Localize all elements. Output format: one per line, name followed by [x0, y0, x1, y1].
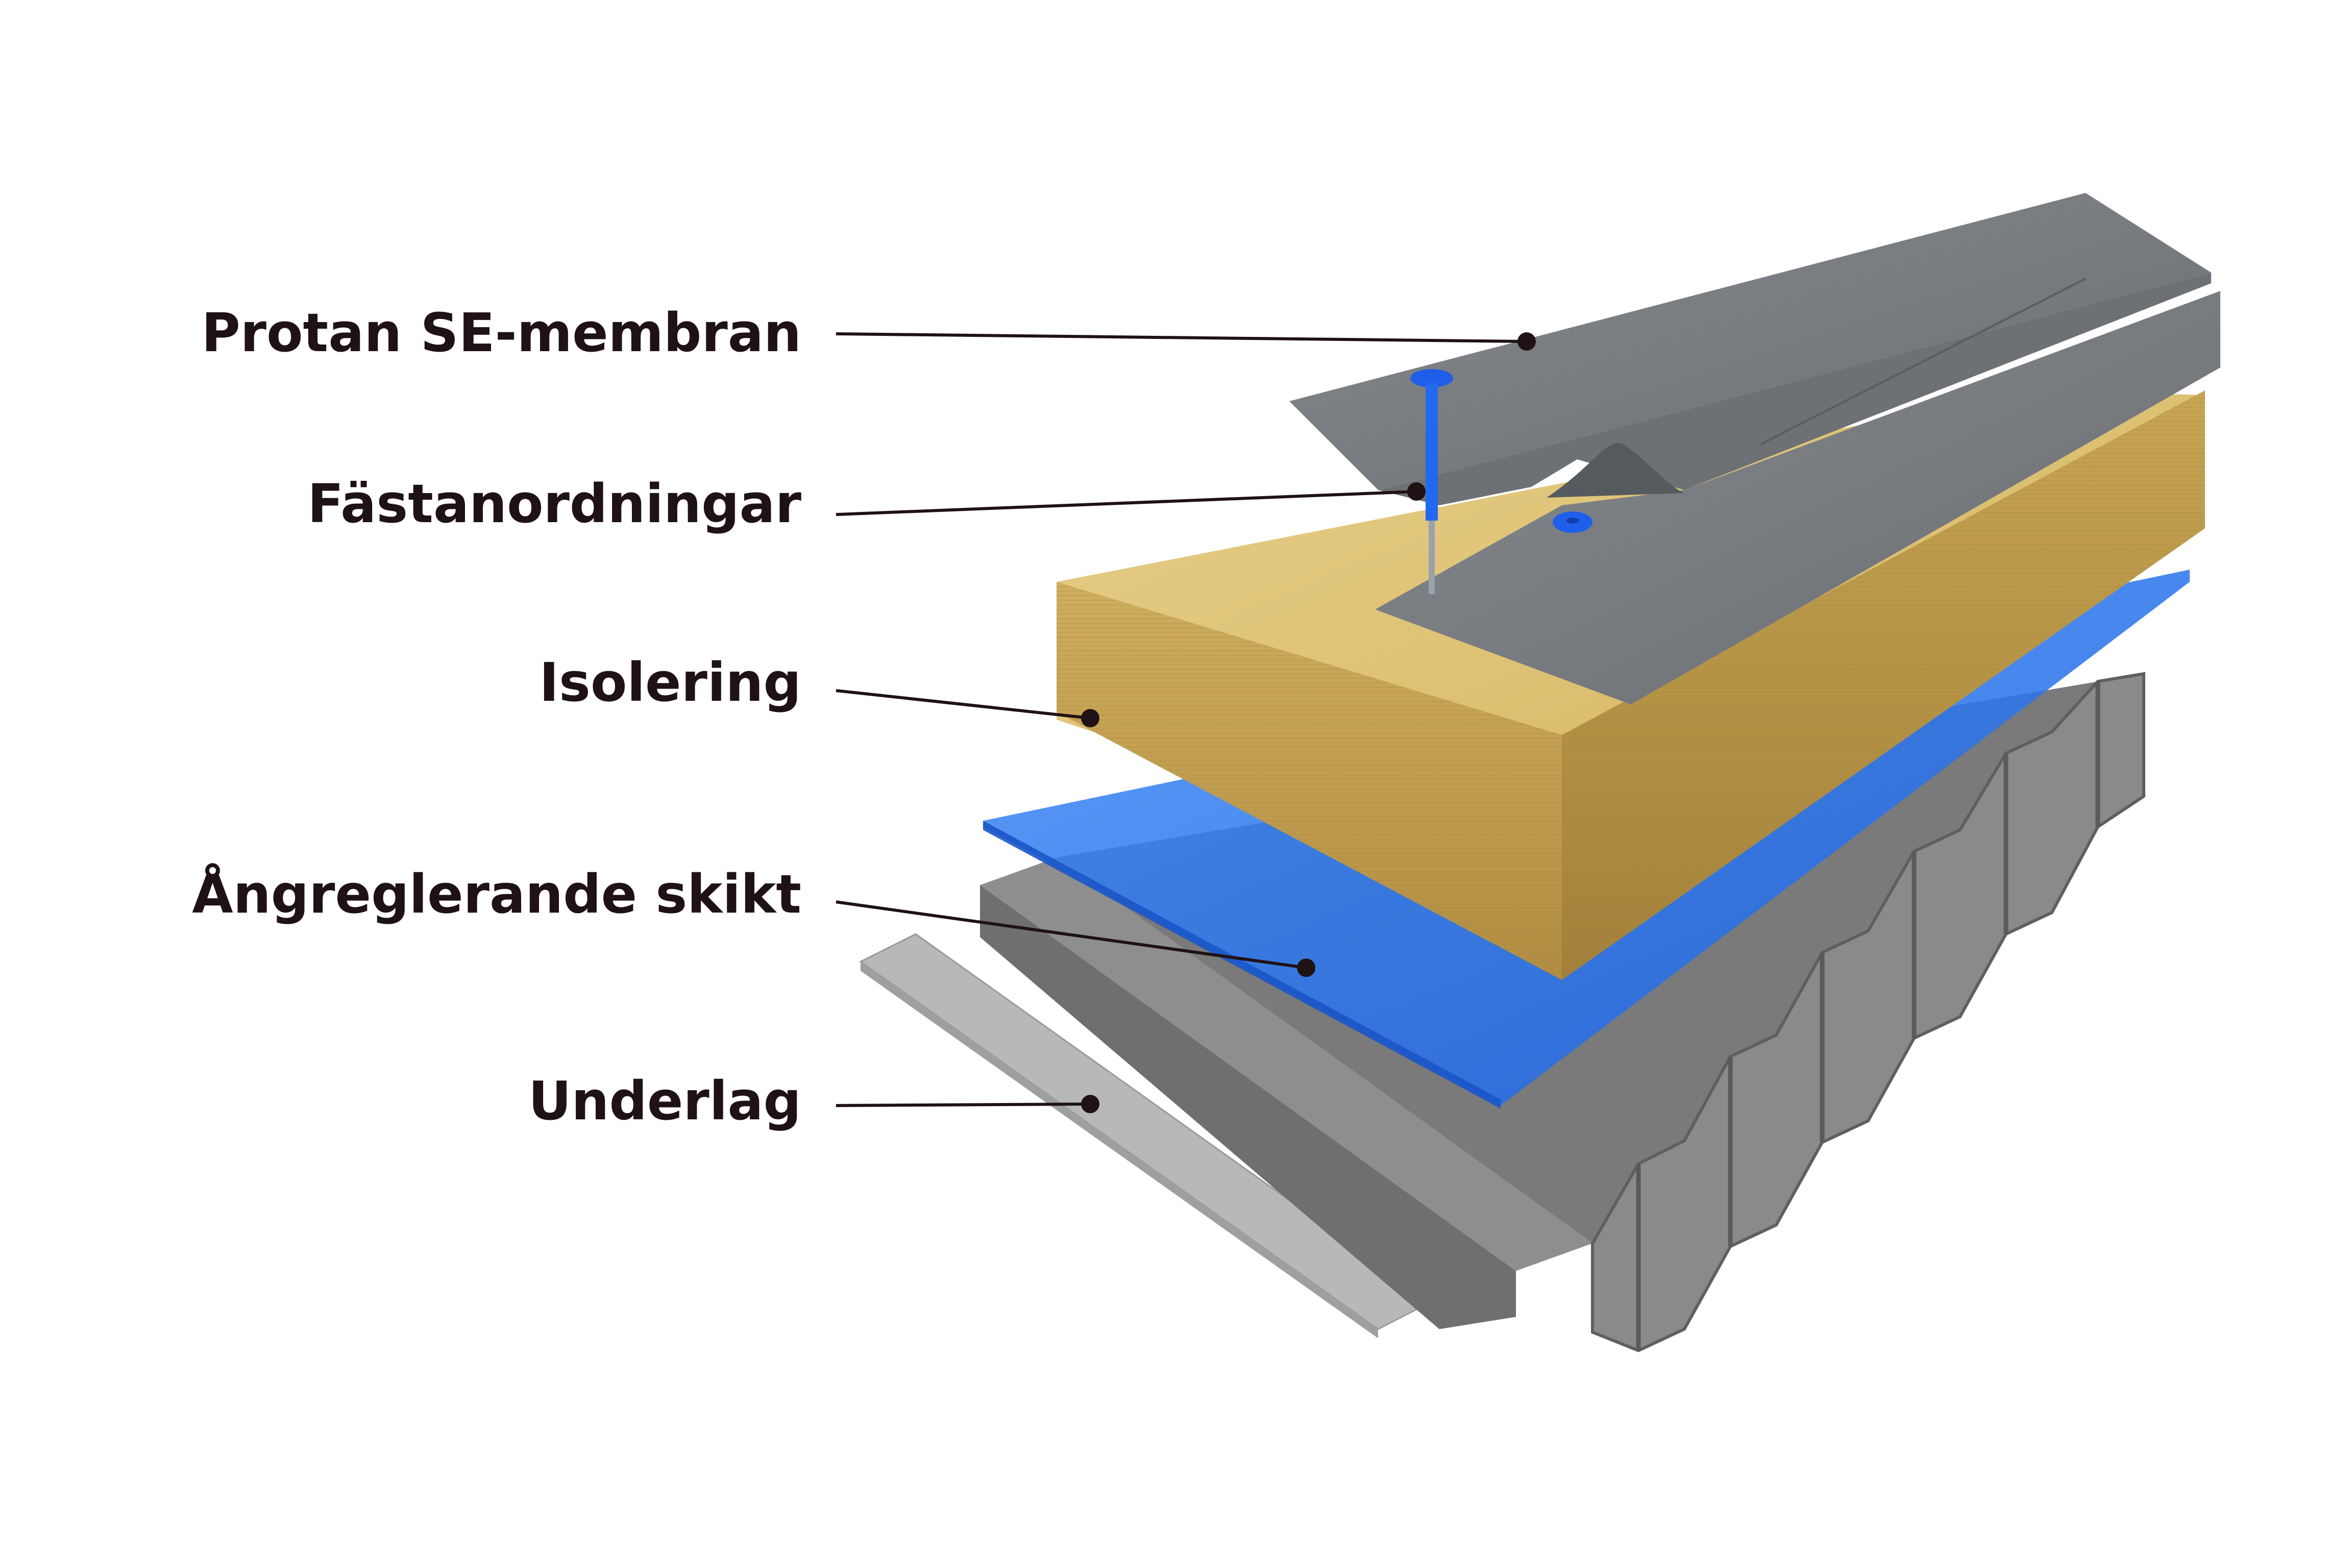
label-fasteners: Fästanordningar [307, 473, 801, 535]
leader-dots [1081, 332, 1536, 1113]
membrane-overlap-flap [1547, 443, 1684, 498]
dot-fasteners [1407, 482, 1426, 501]
fastener-screw [1410, 369, 1453, 594]
label-insulation: Isolering [539, 651, 801, 714]
leader-substrate [836, 1102, 1091, 1107]
dot-substrate [1081, 1095, 1099, 1113]
label-substrate: Underlag [528, 1070, 801, 1132]
label-vapor-barrier: Ångreglerande skikt [192, 863, 801, 925]
label-membrane: Protan SE-membran [201, 302, 801, 364]
leader-fasteners [836, 490, 1417, 516]
dot-vapor [1297, 959, 1315, 977]
membrane-sheets [1289, 193, 2220, 704]
leader-lines [836, 332, 1527, 1107]
leader-vapor [836, 900, 1307, 969]
dot-membrane [1517, 332, 1536, 351]
leader-membrane [836, 332, 1527, 343]
leader-insulation [836, 689, 1091, 720]
dot-insulation [1081, 709, 1099, 727]
fastener-plate [1553, 511, 1592, 533]
